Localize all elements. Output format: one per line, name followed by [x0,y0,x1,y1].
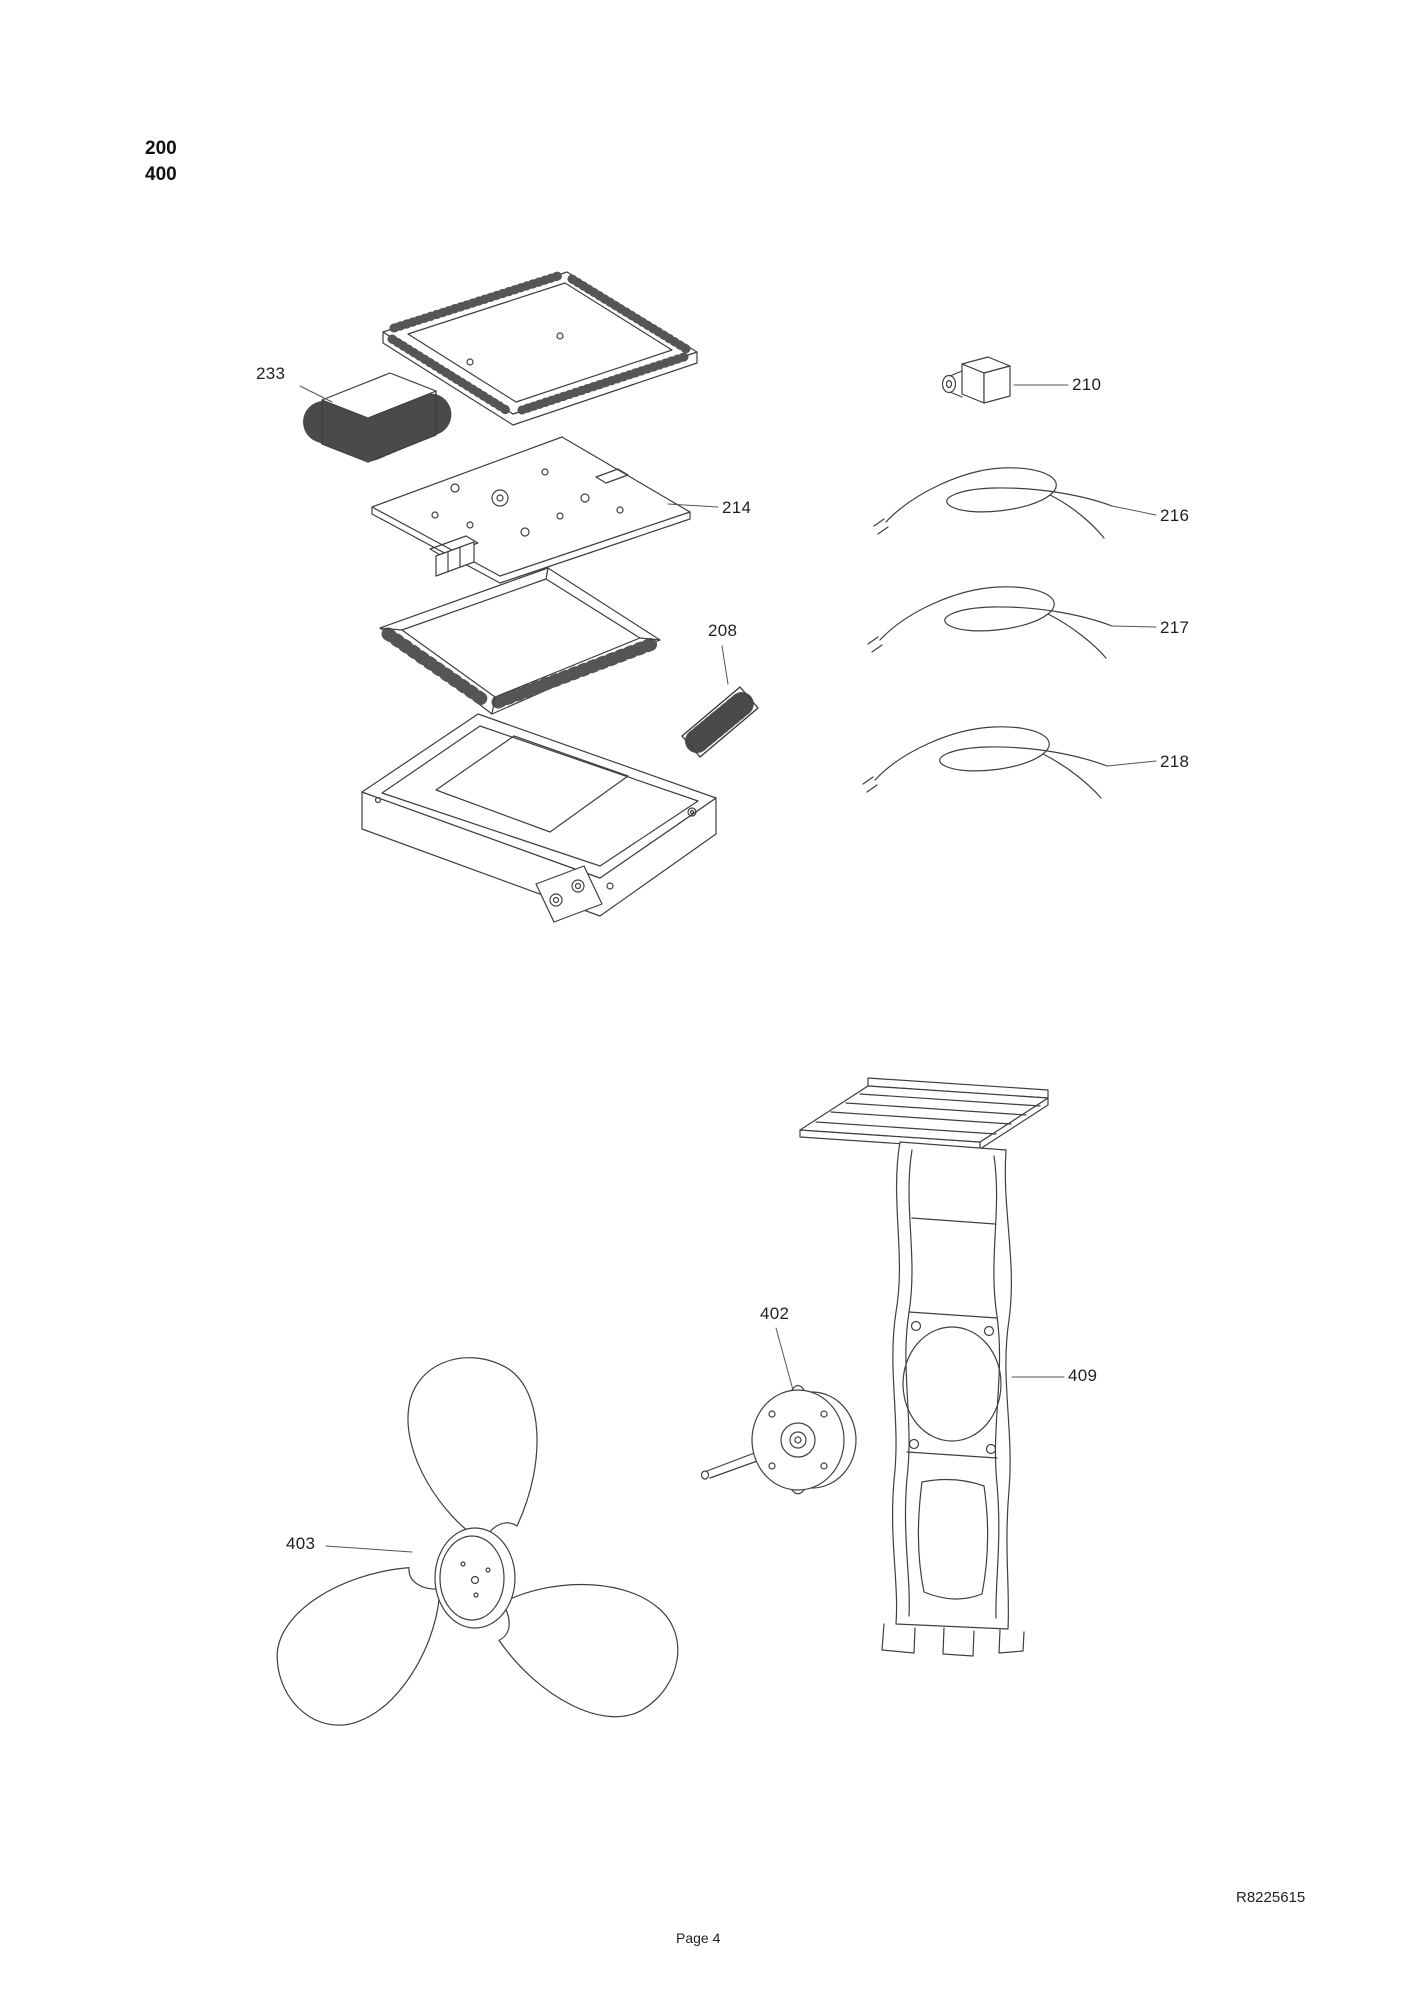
callout-402: 402 [760,1304,790,1323]
mounting-frame-drawing [379,567,661,715]
fan-blade-drawing [276,1357,679,1726]
callout-233: 233 [256,364,286,383]
wire-216-drawing [873,467,1113,539]
wire-218-drawing [862,726,1108,799]
circuit-board-drawing [371,436,691,584]
callout-208: 208 [708,621,738,640]
document-reference: R8225615 [1236,1889,1306,1906]
callout-214: 214 [722,498,752,517]
heat-sink-drawing [303,372,455,463]
section-label-400: 400 [145,164,177,185]
callout-218: 218 [1160,752,1190,771]
leader-lines [299,384,1157,1553]
top-cover-drawing [382,271,698,426]
callout-210: 210 [1072,375,1102,394]
section-label-200: 200 [145,138,177,159]
callout-217: 217 [1160,618,1190,637]
callout-409: 409 [1068,1366,1098,1385]
wire-217-drawing [867,586,1113,659]
terminal-block-drawing [681,686,759,758]
callout-216: 216 [1160,506,1190,525]
section-labels: 200 400 [145,136,177,188]
fan-motor-drawing [700,1384,857,1495]
page-number: Page 4 [676,1930,721,1946]
connector-drawing [941,356,1011,404]
callout-403: 403 [286,1534,316,1553]
mounting-bracket-drawing [799,1077,1049,1657]
base-tray-drawing [361,713,717,923]
